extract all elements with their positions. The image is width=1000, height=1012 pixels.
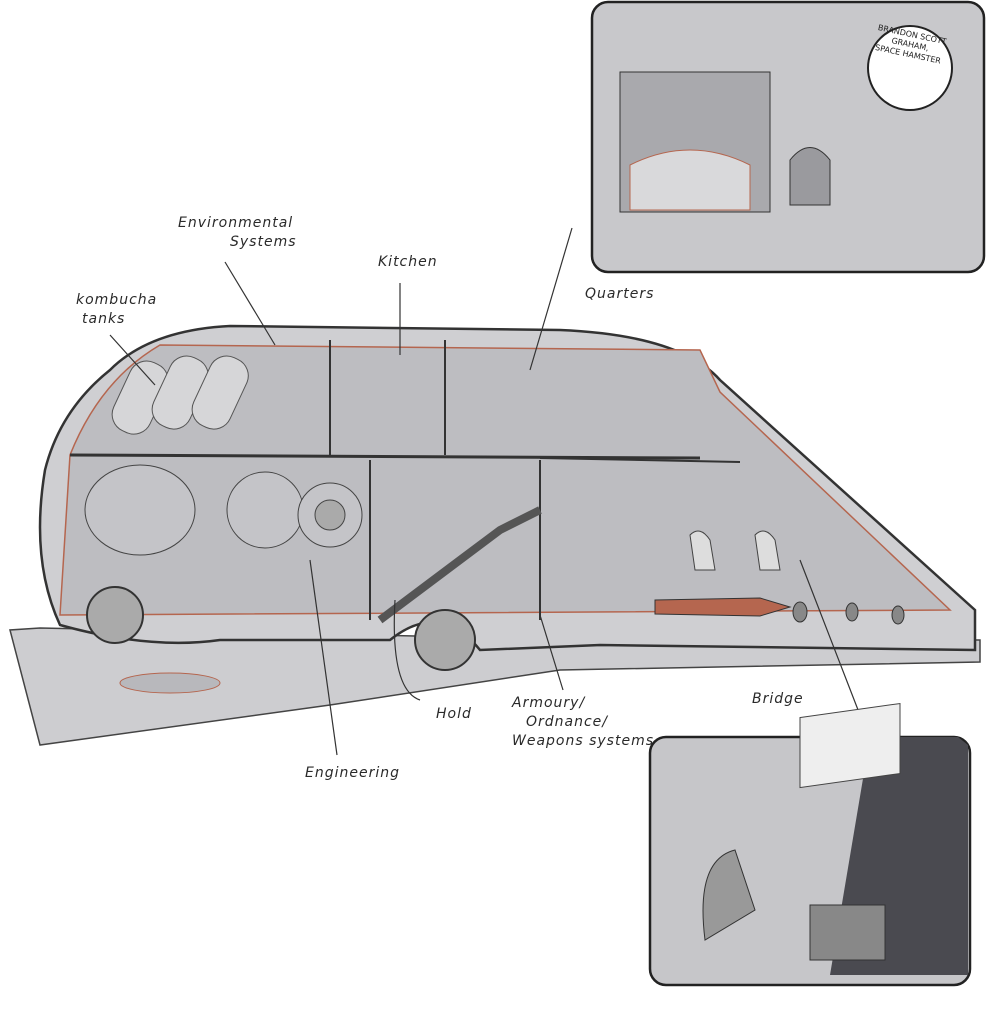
label-line: Systems — [230, 234, 297, 250]
label-quarters: Quarters — [585, 286, 655, 302]
label-line: Ordnance/ — [526, 714, 609, 730]
bridge-seats — [689, 530, 781, 571]
label-line: kombucha — [76, 292, 158, 308]
hold-stairs — [377, 506, 542, 624]
label-bridge: Bridge — [752, 691, 804, 707]
ship-interior — [59, 344, 952, 616]
label-armoury: Armoury/ Ordnance/ Weapons systems — [512, 694, 654, 751]
rear-wheel — [86, 586, 144, 644]
label-hold: Hold — [436, 706, 472, 722]
kombucha-tanks — [111, 355, 249, 435]
engines — [84, 464, 363, 556]
label-line: Armoury/ — [512, 695, 586, 711]
label-line: tanks — [82, 311, 126, 327]
label-kombucha-tanks: kombucha tanks — [76, 291, 157, 329]
leader-lines — [109, 227, 861, 756]
label-engineering: Engineering — [305, 765, 400, 781]
floor-hatch — [119, 672, 221, 694]
front-wheel — [414, 609, 476, 671]
label-line: Environmental — [178, 215, 294, 231]
label-line: Weapons systems — [512, 733, 655, 749]
label-kitchen: Kitchen — [378, 254, 438, 270]
label-environmental-systems: Environmental Systems — [178, 214, 297, 252]
missile — [654, 597, 792, 617]
portholes — [792, 601, 905, 625]
